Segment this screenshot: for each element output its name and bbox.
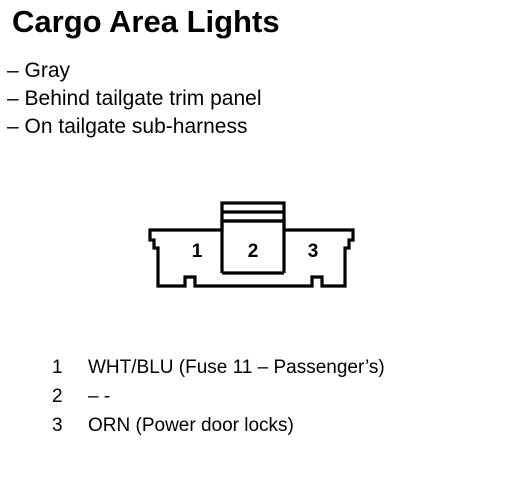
pin-number: 2 — [52, 386, 63, 407]
terminal-2-label: 2 — [248, 241, 259, 262]
connector-color-note: Gray — [7, 57, 262, 85]
pin-description: – - — [88, 386, 111, 407]
diagram-title: Cargo Area Lights — [12, 4, 280, 39]
pin-description: ORN (Power door locks) — [88, 415, 294, 436]
connector-details: Gray Behind tailgate trim panel On tailg… — [7, 57, 262, 141]
pin-description: WHT/BLU (Fuse 11 – Passenger’s) — [88, 357, 385, 378]
terminal-1-label: 1 — [192, 241, 203, 262]
pin-number: 1 — [52, 357, 63, 378]
connector-location-note: Behind tailgate trim panel — [7, 85, 262, 113]
pin-number: 3 — [52, 415, 63, 436]
pinout-row: 2 – - — [52, 382, 385, 411]
pinout-row: 3 ORN (Power door locks) — [52, 411, 385, 440]
terminal-3-label: 3 — [308, 241, 319, 262]
connector-face-diagram: 1 2 3 — [148, 201, 355, 288]
connector-harness-note: On tailgate sub-harness — [7, 113, 262, 141]
pinout-row: 1 WHT/BLU (Fuse 11 – Passenger’s) — [52, 353, 385, 382]
pinout-list: 1 WHT/BLU (Fuse 11 – Passenger’s) 2 – - … — [52, 353, 385, 440]
